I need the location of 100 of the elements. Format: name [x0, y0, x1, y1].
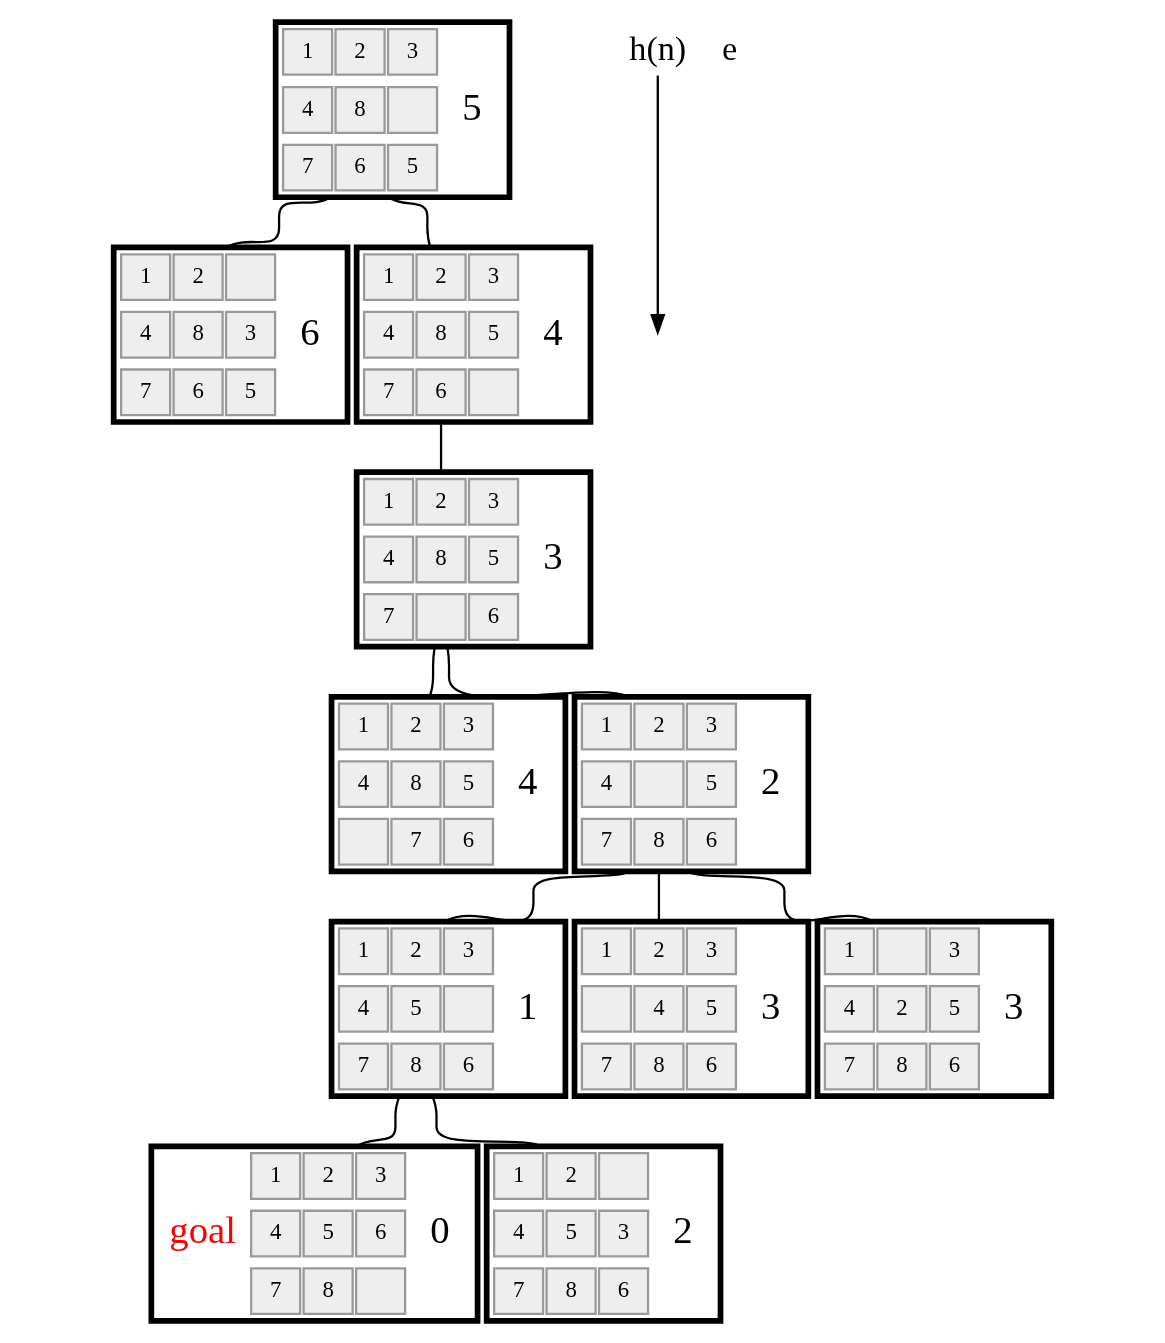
node-box: 8: [390, 1042, 442, 1091]
node-box: 6: [467, 593, 520, 641]
node-box: 1: [119, 253, 172, 302]
node-box: 5: [302, 1209, 354, 1258]
node-box: 4: [492, 1209, 545, 1258]
cluster: [571, 918, 812, 1099]
node-box: 8: [415, 535, 467, 584]
node-box: 3: [467, 477, 520, 526]
node-box: 2: [334, 27, 386, 76]
node-box: 2: [633, 702, 685, 751]
node-box: 6: [597, 1267, 650, 1316]
node-box: 6: [442, 817, 495, 866]
node-box: 6: [685, 817, 738, 866]
node-box: 1: [281, 27, 334, 76]
node-box: 8: [633, 817, 685, 866]
node-box: [354, 1267, 407, 1316]
node-box: [442, 984, 495, 1033]
node-box: 4: [281, 86, 334, 134]
node-box: 2: [415, 477, 467, 526]
node-box: 6: [685, 1042, 738, 1091]
node-box: 4: [119, 310, 172, 359]
node-box: 1: [580, 702, 633, 751]
node-text: h(n): [629, 30, 687, 68]
connector: [446, 646, 630, 698]
node-box: 6: [928, 1042, 980, 1091]
node-box: 7: [362, 368, 415, 417]
node-box: 3: [685, 702, 738, 751]
node-box: [386, 86, 439, 134]
node-box: 5: [685, 760, 738, 809]
node-box: 6: [354, 1209, 407, 1258]
cluster: [328, 694, 569, 875]
cluster: [110, 244, 351, 425]
node-label: goal: [169, 1208, 237, 1252]
arrow: [650, 75, 666, 336]
node-label: 3: [1003, 983, 1024, 1027]
node-label: 1: [518, 983, 538, 1027]
node-box: 8: [415, 310, 467, 359]
node-box: 6: [172, 368, 224, 417]
node-box: 3: [354, 1152, 407, 1200]
node-box: 4: [580, 760, 633, 809]
cluster: [328, 918, 569, 1099]
node-box: 7: [580, 817, 633, 866]
node-box: 5: [386, 143, 439, 192]
node-box: 2: [415, 253, 467, 302]
node-box: 7: [250, 1267, 302, 1316]
node-box: 8: [172, 310, 224, 359]
node-box: 7: [337, 1042, 390, 1091]
node-box: 5: [467, 535, 520, 584]
node-label: 6: [300, 309, 320, 353]
node-label: 4: [543, 309, 563, 353]
node-box: 8: [390, 760, 442, 809]
cluster: [814, 918, 1055, 1099]
node-box: 7: [119, 368, 172, 417]
cluster: [483, 1143, 724, 1324]
node-box: 4: [250, 1209, 302, 1258]
node-box: 2: [302, 1152, 354, 1200]
node-box: [597, 1152, 650, 1200]
node-box: 3: [685, 927, 738, 976]
cluster: [353, 469, 594, 650]
node-box: 7: [823, 1042, 876, 1091]
node-box: 6: [442, 1042, 495, 1091]
node-box: [224, 253, 277, 302]
node-box: 4: [337, 984, 390, 1033]
label: e: [722, 30, 738, 68]
node-box: [633, 760, 685, 809]
node-box: 4: [633, 984, 685, 1033]
node-box: [876, 927, 928, 976]
node-box: 8: [633, 1042, 685, 1091]
node-box: 3: [224, 310, 277, 359]
node-label: 2: [673, 1208, 693, 1252]
node-box: [580, 984, 633, 1033]
node-box: 6: [415, 368, 467, 417]
node-box: 5: [928, 984, 980, 1033]
node-box: 5: [467, 310, 520, 359]
node-box: [415, 593, 467, 641]
cluster: [272, 19, 513, 201]
node-box: [337, 817, 390, 866]
node-label: 4: [518, 759, 538, 803]
node-box: 1: [580, 927, 633, 976]
node-box: 8: [545, 1267, 597, 1316]
node-box: 2: [390, 927, 442, 976]
node-box: 1: [337, 927, 390, 976]
node-box: 7: [492, 1267, 545, 1316]
node-box: 3: [597, 1209, 650, 1258]
node-box: 4: [337, 760, 390, 809]
node-box: 5: [390, 984, 442, 1033]
node-label: 0: [430, 1208, 450, 1252]
node-box: 5: [545, 1209, 597, 1258]
node-box: 4: [362, 535, 415, 584]
node-box: 2: [633, 927, 685, 976]
node-label: 3: [761, 983, 781, 1027]
node-box: 2: [390, 702, 442, 751]
node-box: 1: [492, 1152, 545, 1200]
cluster: [353, 244, 594, 425]
node-box: 4: [362, 310, 415, 359]
node-box: 3: [928, 927, 980, 976]
node-box: 5: [442, 760, 495, 809]
node-box: 2: [172, 253, 224, 302]
node-box: 1: [823, 927, 876, 976]
node-box: 6: [334, 143, 386, 192]
